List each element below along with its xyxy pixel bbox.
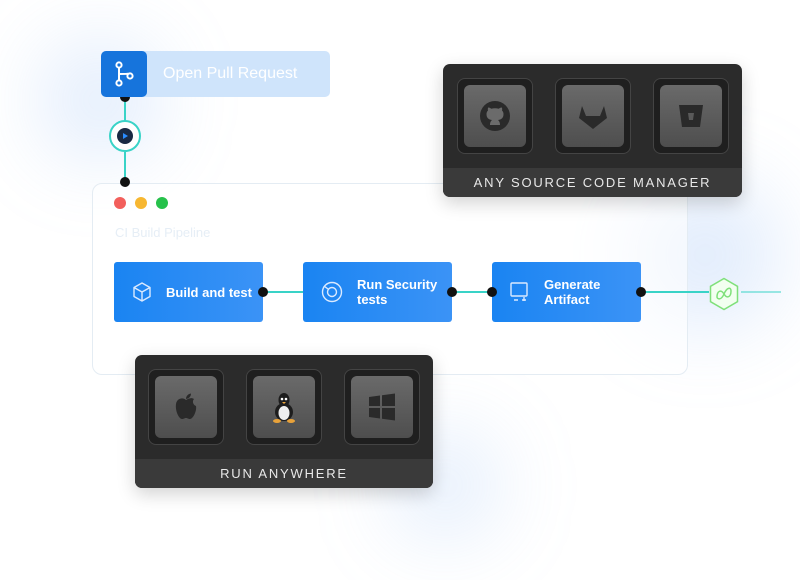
- window-close-dot: [114, 197, 126, 209]
- ci-window-title: CI Build Pipeline: [115, 225, 211, 240]
- linux-icon: [273, 393, 295, 423]
- connector-dot: [636, 287, 646, 297]
- runtime-panel-label: RUN ANYWHERE: [135, 459, 433, 488]
- git-branch-icon: [101, 51, 147, 97]
- connector-line: [641, 291, 709, 293]
- connector-line: [452, 291, 492, 293]
- stage-generate-artifact[interactable]: Generate Artifact: [492, 262, 641, 322]
- github-key[interactable]: [457, 78, 533, 154]
- linux-key[interactable]: [246, 369, 322, 445]
- connector-dot: [258, 287, 268, 297]
- connector-dot: [120, 92, 130, 102]
- connector-line: [263, 291, 303, 293]
- deploy-node[interactable]: [707, 277, 741, 311]
- bitbucket-icon: [679, 105, 703, 127]
- stage-build-and-test[interactable]: Build and test: [114, 262, 263, 322]
- run-anywhere-panel: RUN ANYWHERE: [135, 355, 433, 488]
- cube-icon: [133, 282, 151, 302]
- window-minimize-dot: [135, 197, 147, 209]
- connector-line: [124, 97, 126, 121]
- source-panel-label: ANY SOURCE CODE MANAGER: [443, 168, 742, 197]
- infinity-hex-icon: [709, 277, 739, 311]
- apple-key[interactable]: [148, 369, 224, 445]
- artifact-icon: [510, 282, 528, 301]
- stage-label: Generate Artifact: [544, 277, 601, 307]
- play-icon: [117, 128, 133, 144]
- apple-icon: [175, 393, 197, 419]
- trigger-node[interactable]: [109, 120, 141, 152]
- connector-line: [741, 291, 781, 293]
- window-maximize-dot: [156, 197, 168, 209]
- windows-icon: [369, 393, 395, 421]
- source-code-manager-panel: ANY SOURCE CODE MANAGER: [443, 64, 742, 197]
- github-icon: [480, 101, 510, 131]
- pull-request-label: Open Pull Request: [163, 65, 298, 82]
- bitbucket-key[interactable]: [653, 78, 729, 154]
- stage-run-security-tests[interactable]: Run Security tests: [303, 262, 452, 322]
- stage-label: Build and test: [166, 284, 252, 300]
- connector-line: [124, 152, 126, 182]
- windows-key[interactable]: [344, 369, 420, 445]
- open-pull-request-step[interactable]: Open Pull Request: [101, 51, 330, 97]
- shield-icon: [321, 281, 343, 303]
- connector-dot: [447, 287, 457, 297]
- gitlab-key[interactable]: [555, 78, 631, 154]
- gitlab-icon: [579, 106, 607, 129]
- connector-dot: [120, 177, 130, 187]
- connector-dot: [487, 287, 497, 297]
- stage-label: Run Security tests: [357, 277, 438, 307]
